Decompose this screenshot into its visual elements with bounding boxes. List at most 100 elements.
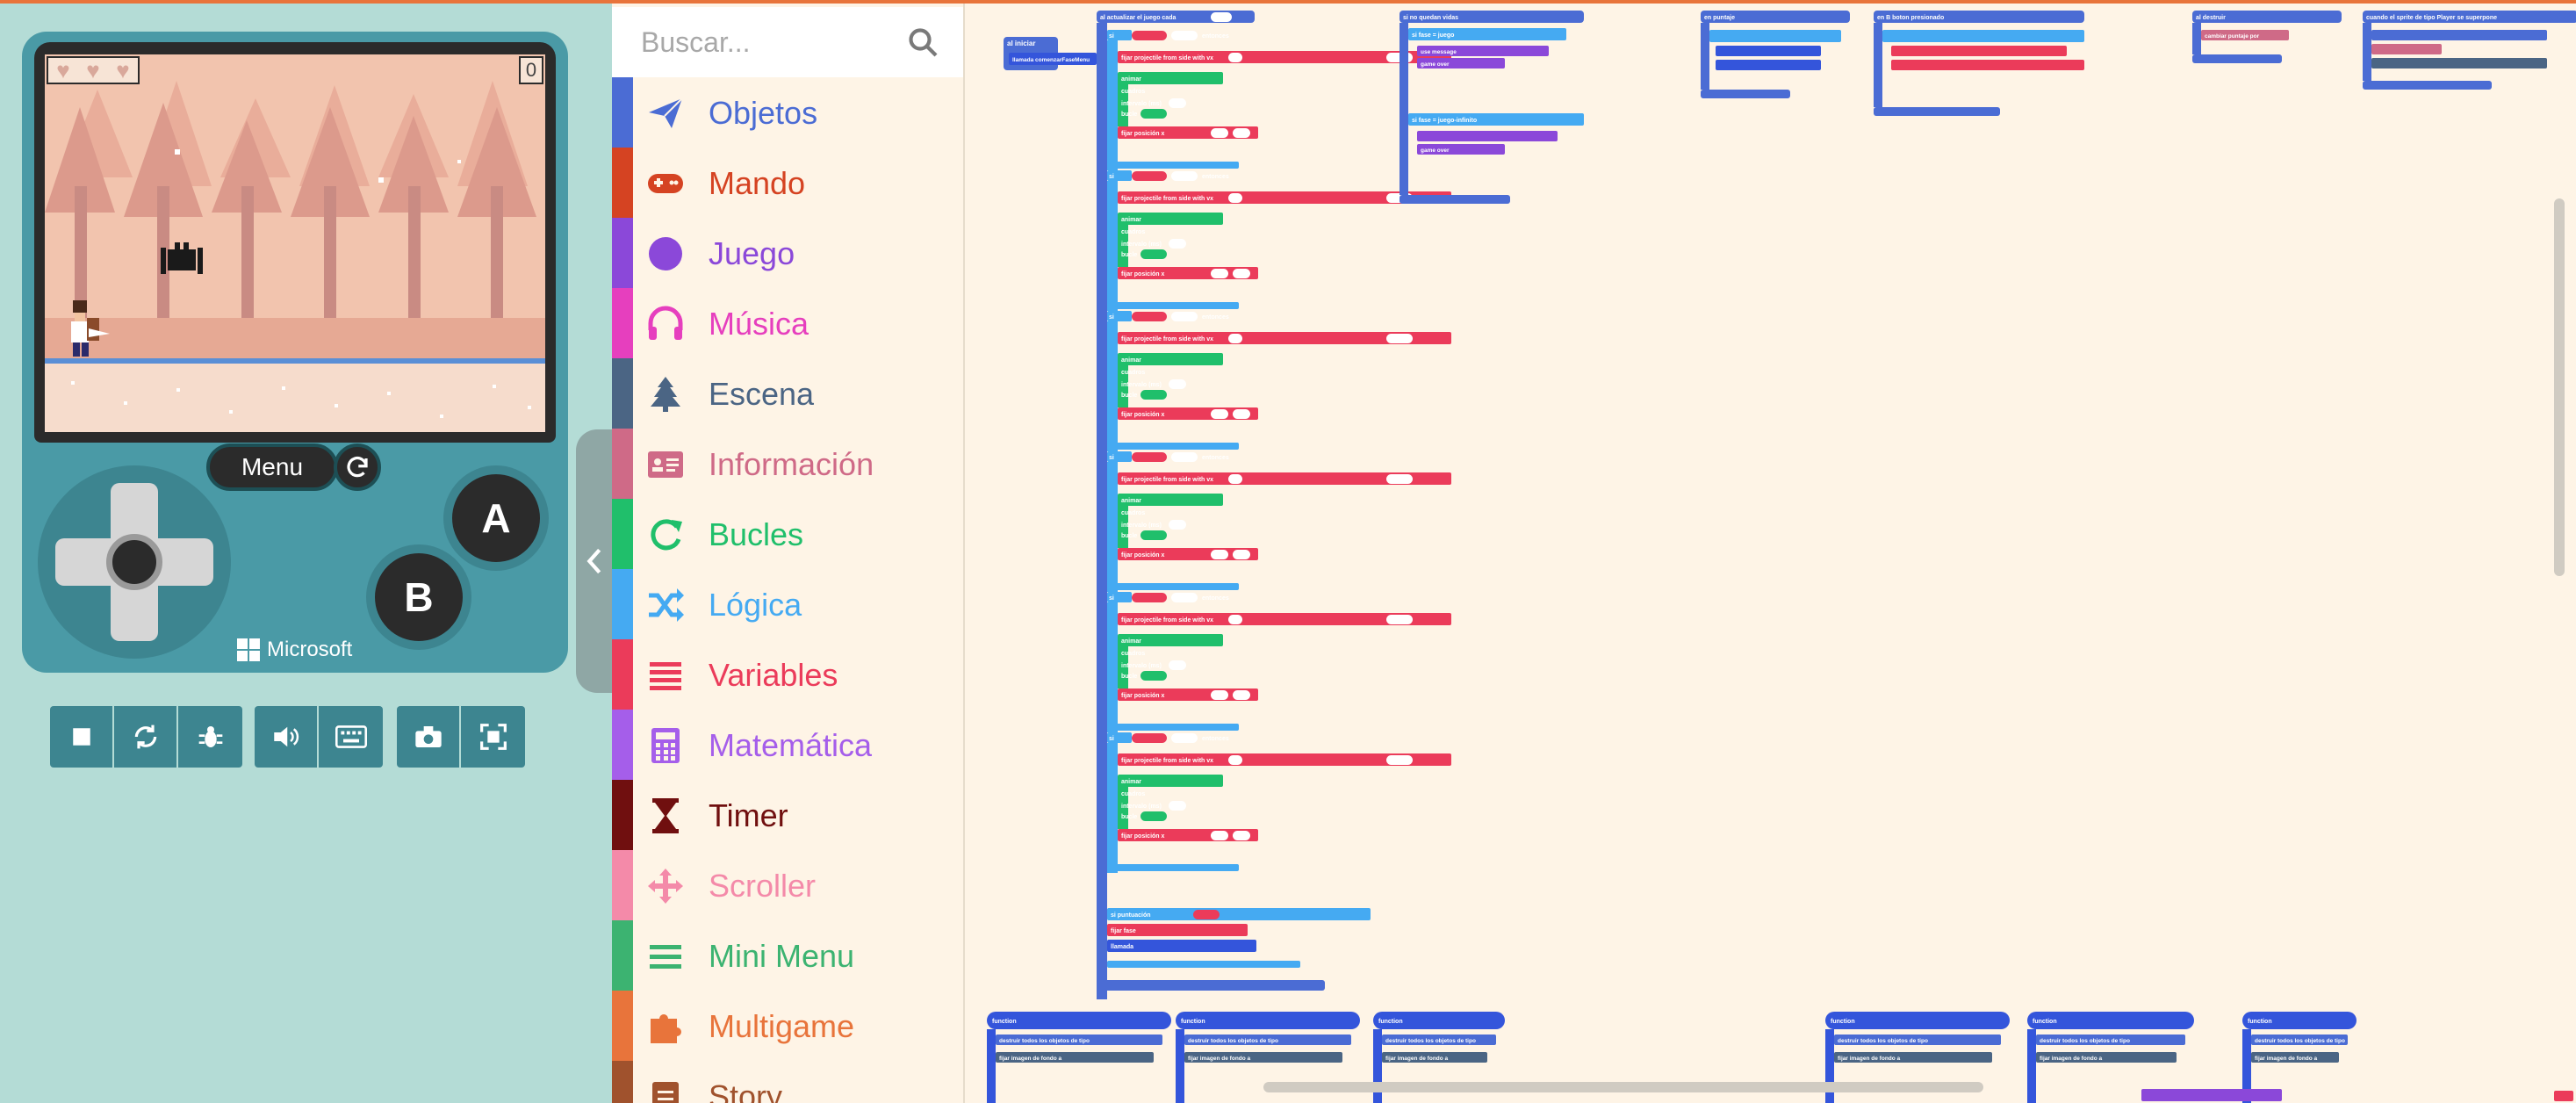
if-foot[interactable] xyxy=(1107,302,1239,309)
animate-spine[interactable] xyxy=(1118,785,1128,829)
message-block[interactable] xyxy=(1417,131,1558,141)
loop-toggle[interactable] xyxy=(1140,530,1167,540)
if-spine[interactable] xyxy=(1107,321,1118,451)
y-input[interactable] xyxy=(1233,269,1250,278)
category-logica[interactable]: Lógica xyxy=(612,569,963,639)
condition-var[interactable] xyxy=(1132,452,1167,462)
condition-var[interactable] xyxy=(1132,733,1167,743)
on-overlap-block-spine[interactable] xyxy=(2363,23,2371,81)
background-block[interactable] xyxy=(1382,1052,1487,1063)
loop-toggle[interactable] xyxy=(1140,109,1167,119)
background-block[interactable] xyxy=(1834,1052,1992,1063)
on-overlap-block-foot[interactable] xyxy=(2363,81,2492,90)
category-multigame[interactable]: Multigame xyxy=(612,991,963,1061)
if-foot[interactable] xyxy=(1107,162,1239,169)
x-input[interactable] xyxy=(1211,409,1228,419)
function-block-5[interactable] xyxy=(2242,1012,2357,1029)
category-story[interactable]: Story xyxy=(612,1061,963,1103)
loop-toggle[interactable] xyxy=(1140,811,1167,821)
lives-block[interactable] xyxy=(2371,44,2442,54)
a-button[interactable]: A xyxy=(443,465,549,571)
animate-spine[interactable] xyxy=(1118,504,1128,548)
score-phase-block[interactable] xyxy=(1709,30,1841,42)
category-escena[interactable]: Escena xyxy=(612,358,963,429)
animate-block[interactable] xyxy=(1118,72,1223,84)
animate-block[interactable] xyxy=(1118,494,1223,506)
x-input[interactable] xyxy=(1211,690,1228,700)
b-button[interactable]: B xyxy=(366,544,471,650)
stop-button[interactable] xyxy=(50,706,114,768)
function-block-2[interactable] xyxy=(1373,1012,1505,1029)
game-over-block[interactable] xyxy=(1417,58,1505,68)
vx-input[interactable] xyxy=(1386,334,1413,343)
category-scroller[interactable]: Scroller xyxy=(612,850,963,920)
keyboard-button[interactable] xyxy=(319,706,383,768)
destroy-all-block[interactable] xyxy=(1184,1035,1351,1045)
game-update-spine[interactable] xyxy=(1097,23,1107,999)
y-input[interactable] xyxy=(1233,128,1250,138)
lives-zero-block-hat[interactable] xyxy=(1400,11,1584,23)
if-spine[interactable] xyxy=(1107,181,1118,311)
destroy-all-block[interactable] xyxy=(996,1035,1162,1045)
destroy-all-block[interactable] xyxy=(2036,1035,2185,1045)
if-foot[interactable] xyxy=(1107,724,1239,731)
category-musica[interactable]: Música xyxy=(612,288,963,358)
category-matematica[interactable]: Matemática xyxy=(612,710,963,780)
on-score-block-foot[interactable] xyxy=(1701,90,1790,98)
animate-spine[interactable] xyxy=(1118,364,1128,407)
button-set-block[interactable] xyxy=(1891,46,2067,56)
interval-value[interactable] xyxy=(1169,660,1186,670)
set-projectile-block[interactable] xyxy=(1118,753,1451,766)
animate-spine[interactable] xyxy=(1118,645,1128,688)
animate-spine[interactable] xyxy=(1118,83,1128,126)
if-foot[interactable] xyxy=(1107,864,1239,871)
category-variables[interactable]: Variables xyxy=(612,639,963,710)
function-block-4[interactable] xyxy=(2027,1012,2194,1029)
destroy-all-block[interactable] xyxy=(1834,1035,2001,1045)
loop-toggle[interactable] xyxy=(1140,390,1167,400)
y-input[interactable] xyxy=(1233,409,1250,419)
button-b-block-foot[interactable] xyxy=(1874,107,2000,116)
debug-button[interactable] xyxy=(178,706,242,768)
on-destroy-block-foot[interactable] xyxy=(2192,54,2282,63)
if-foot[interactable] xyxy=(1107,583,1239,590)
function-block-0[interactable] xyxy=(987,1012,1171,1029)
condition-value[interactable] xyxy=(1171,452,1198,462)
interval-input[interactable] xyxy=(1211,12,1232,22)
search-input[interactable] xyxy=(641,25,904,59)
condition-var[interactable] xyxy=(1132,312,1167,321)
if-spine[interactable] xyxy=(1107,462,1118,592)
vx-input[interactable] xyxy=(1386,615,1413,624)
x-input[interactable] xyxy=(1211,128,1228,138)
animate-block[interactable] xyxy=(1118,634,1223,646)
fullscreen-button[interactable] xyxy=(461,706,525,768)
function-spine-3[interactable] xyxy=(1825,1029,1834,1103)
function-block-3[interactable] xyxy=(1825,1012,2010,1029)
if-spine[interactable] xyxy=(1107,40,1118,170)
set-projectile-block[interactable] xyxy=(1118,613,1451,625)
x-input[interactable] xyxy=(1211,550,1228,559)
on-score-block-spine[interactable] xyxy=(1701,23,1709,90)
condition-value[interactable] xyxy=(1171,312,1198,321)
loop-toggle[interactable] xyxy=(1140,671,1167,681)
function-spine-2[interactable] xyxy=(1373,1029,1382,1103)
condition-value[interactable] xyxy=(1171,171,1198,181)
screenshot-button[interactable] xyxy=(397,706,461,768)
if-block[interactable] xyxy=(1107,170,1132,181)
if-spine[interactable] xyxy=(1107,602,1118,732)
sprite-image[interactable] xyxy=(1228,474,1242,484)
y-input[interactable] xyxy=(1233,831,1250,840)
game-screen[interactable]: ♥ ♥ ♥ 0 xyxy=(45,54,545,432)
score-call-block[interactable] xyxy=(1716,46,1821,56)
destroy-other-block[interactable] xyxy=(2371,30,2547,40)
sprite-image[interactable] xyxy=(1228,334,1242,343)
interval-value[interactable] xyxy=(1169,520,1186,530)
restart-game-button[interactable] xyxy=(334,443,381,491)
change-score-block[interactable] xyxy=(2201,30,2289,40)
vx-input[interactable] xyxy=(1386,755,1413,765)
if-block[interactable] xyxy=(1107,732,1132,743)
category-mini-menu[interactable]: Mini Menu xyxy=(612,920,963,991)
score-if-foot[interactable] xyxy=(1107,961,1300,968)
set-phase-block[interactable] xyxy=(1107,924,1248,936)
sprite-image[interactable] xyxy=(1228,615,1242,624)
